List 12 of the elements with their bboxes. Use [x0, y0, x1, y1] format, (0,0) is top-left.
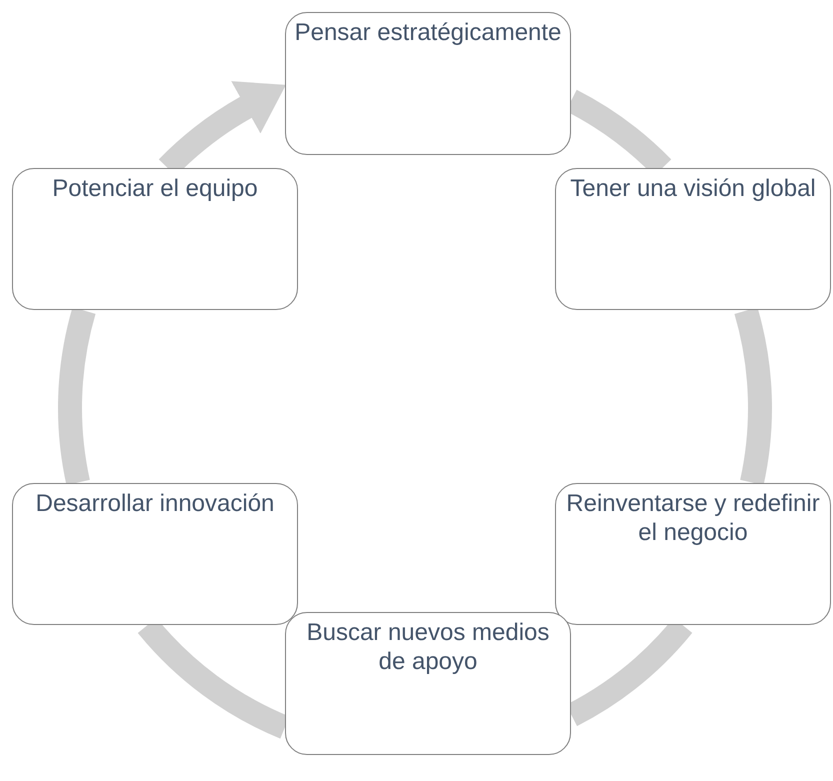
step-box	[12, 168, 298, 310]
step-box	[555, 483, 831, 625]
step-label: Pensar estratégicamente	[294, 19, 562, 48]
step-box	[12, 483, 298, 625]
step-label: Desarrollar innovación	[34, 490, 276, 519]
step-box	[555, 168, 831, 310]
step-box	[285, 612, 571, 755]
step-label: Tener una visión global	[569, 175, 817, 204]
step-box	[285, 12, 571, 155]
step-label: Potenciar el equipo	[51, 175, 259, 204]
step-label: Reinventarse y redefinir el negocio	[565, 490, 821, 548]
step-label: Buscar nuevos medios de apoyo	[306, 619, 550, 677]
